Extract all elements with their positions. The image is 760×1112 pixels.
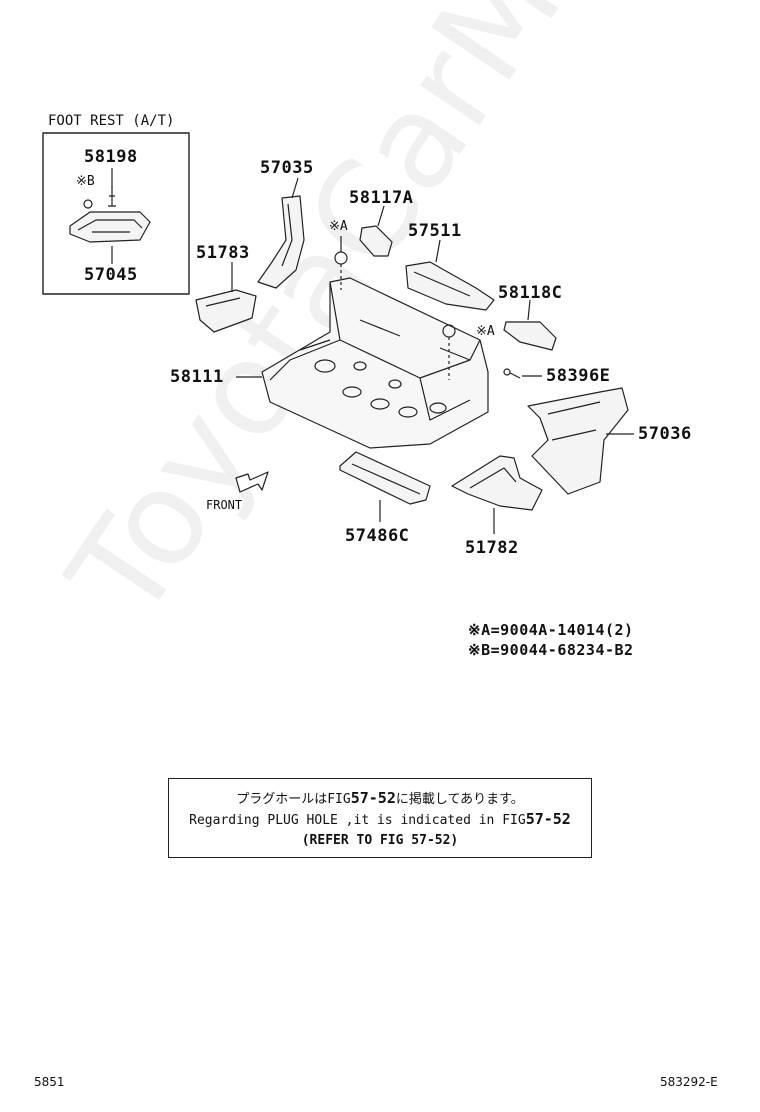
- part-number-57511: 57511: [408, 221, 462, 241]
- part-number-58117a: 58117A: [349, 188, 414, 208]
- part-number-58118c: 58118C: [498, 283, 563, 303]
- bracket-51783: [195, 289, 257, 333]
- part-number-57035: 57035: [260, 158, 314, 178]
- note-box: プラグホールはFIG57-52に掲載してあります。 Regarding PLUG…: [168, 778, 592, 858]
- footer-right: 583292-E: [660, 1075, 718, 1089]
- bracket-58118c: [503, 321, 557, 351]
- note-en-pre: Regarding PLUG HOLE ,it is indicated in …: [189, 813, 526, 828]
- foot-rest-box: [42, 132, 190, 295]
- bracket-58117a: [359, 225, 393, 257]
- part-number-51782: 51782: [465, 538, 519, 558]
- fastener-legend-a: ※A=9004A-14014(2): [468, 621, 634, 639]
- fastener-a-left: [334, 251, 348, 265]
- note-line-en: Regarding PLUG HOLE ,it is indicated in …: [169, 810, 591, 828]
- footer-left: 5851: [34, 1075, 65, 1089]
- part-number-57486c: 57486C: [345, 526, 410, 546]
- part-number-58396e: 58396E: [546, 366, 611, 386]
- part-number-57036: 57036: [638, 424, 692, 444]
- foot-rest-title: FOOT REST (A/T): [48, 113, 175, 129]
- part-number-51783: 51783: [196, 243, 250, 263]
- part-number-58198: 58198: [84, 147, 138, 167]
- front-label: FRONT: [206, 498, 243, 512]
- front-arrow: [235, 471, 269, 493]
- fastener-legend-b: ※B=90044-68234-B2: [468, 641, 634, 659]
- note-ja-ref: 57-52: [350, 789, 396, 807]
- part-number-58111: 58111: [170, 367, 224, 387]
- foot-rest-pad: [69, 211, 151, 243]
- note-ja-post: に掲載してあります。: [395, 792, 524, 807]
- mark-b: ※B: [76, 174, 95, 189]
- note-ja-pre: プラグホールはFIG: [236, 792, 351, 807]
- clip-b: [83, 199, 93, 209]
- part-number-57045: 57045: [84, 265, 138, 285]
- note-line-refer: (REFER TO FIG 57-52): [301, 833, 459, 848]
- note-line-ja: プラグホールはFIG57-52に掲載してあります。: [169, 788, 591, 807]
- note-en-ref: 57-52: [525, 810, 571, 828]
- bracket-51782: [451, 455, 543, 511]
- bracket-57511: [405, 261, 495, 311]
- clip-58198: [108, 186, 116, 207]
- bracket-57035: [257, 195, 305, 289]
- mark-a-right: ※A: [476, 324, 495, 339]
- mark-a-left: ※A: [329, 219, 348, 234]
- bracket-57036: [527, 387, 629, 495]
